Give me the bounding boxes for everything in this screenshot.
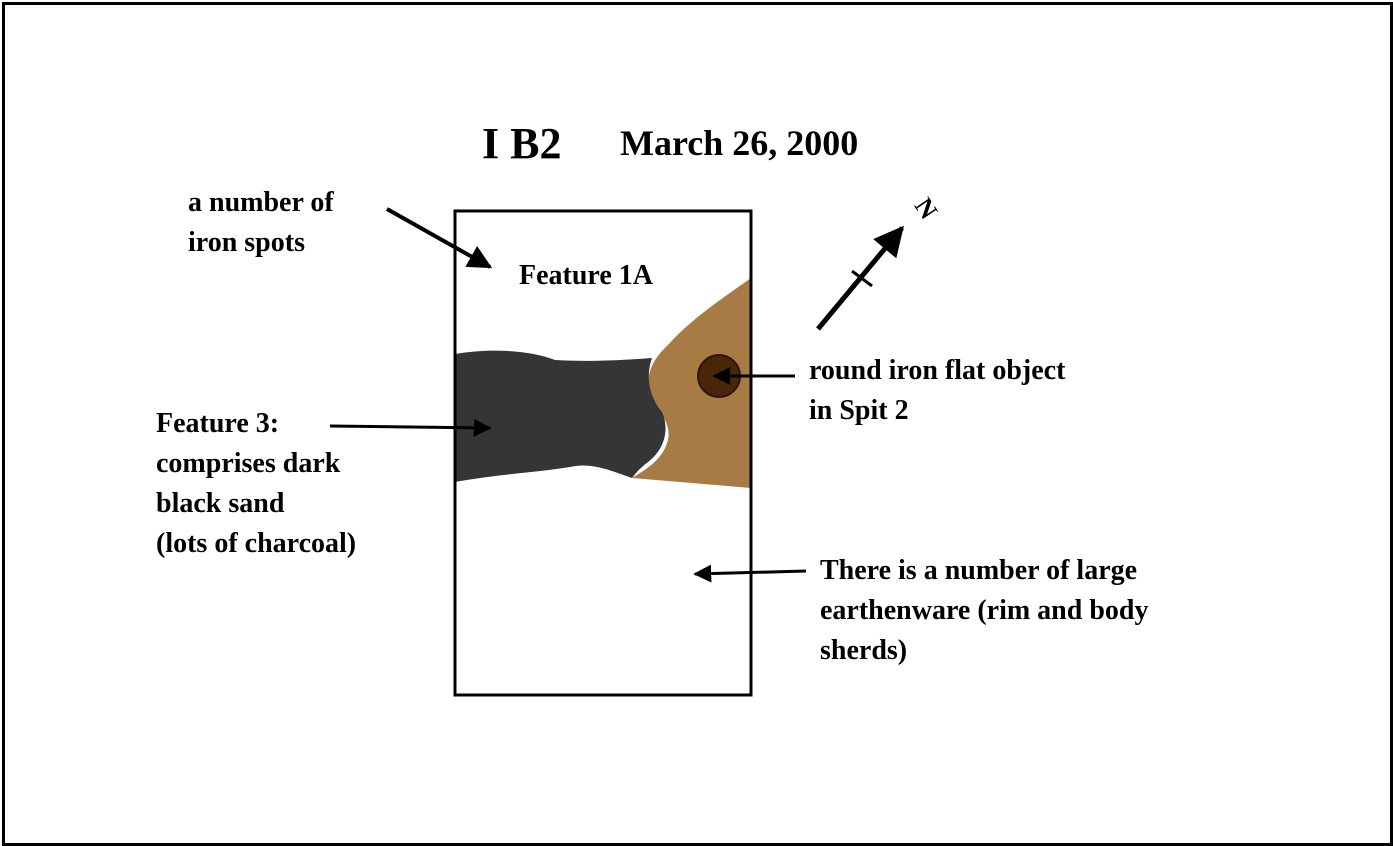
iron-spots-line-1: a number of (188, 187, 334, 218)
feature-3-line-2: comprises dark (156, 448, 341, 479)
charcoal-feature (455, 350, 666, 482)
iron-spots-line-2: iron spots (188, 227, 305, 258)
arrow-iron-spots (386, 207, 493, 269)
sand-feature (632, 278, 751, 488)
earthenware-line-3: sherds) (820, 635, 908, 666)
feature-3-line-4: (lots of charcoal) (156, 528, 357, 559)
arrow-earthenware (693, 564, 807, 583)
feature-3-note: Feature 3: comprises dark black sand (lo… (156, 404, 356, 564)
trench-outline (453, 209, 753, 697)
feature-3-line-3: black sand (156, 488, 285, 519)
feature-1a-label: Feature 1A (519, 260, 653, 291)
iron-spots-note: a number of iron spots (188, 183, 334, 263)
date-label: March 26, 2000 (620, 123, 859, 163)
arrow-feature-3 (329, 418, 492, 437)
feature-3-line-1: Feature 3: (156, 408, 280, 439)
north-label: N (909, 193, 944, 225)
unit-title: I B2 (482, 119, 562, 168)
earthenware-line-1: There is a number of large (820, 555, 1138, 586)
earthenware-line-2: earthenware (rim and body (820, 595, 1149, 626)
earthenware-note: There is a number of large earthenware (… (820, 551, 1148, 671)
north-arrow: N (816, 193, 944, 331)
round-object-note: round iron flat object in Spit 2 (809, 351, 1065, 431)
round-object-line-1: round iron flat object (809, 355, 1066, 386)
round-object-line-2: in Spit 2 (809, 395, 909, 426)
